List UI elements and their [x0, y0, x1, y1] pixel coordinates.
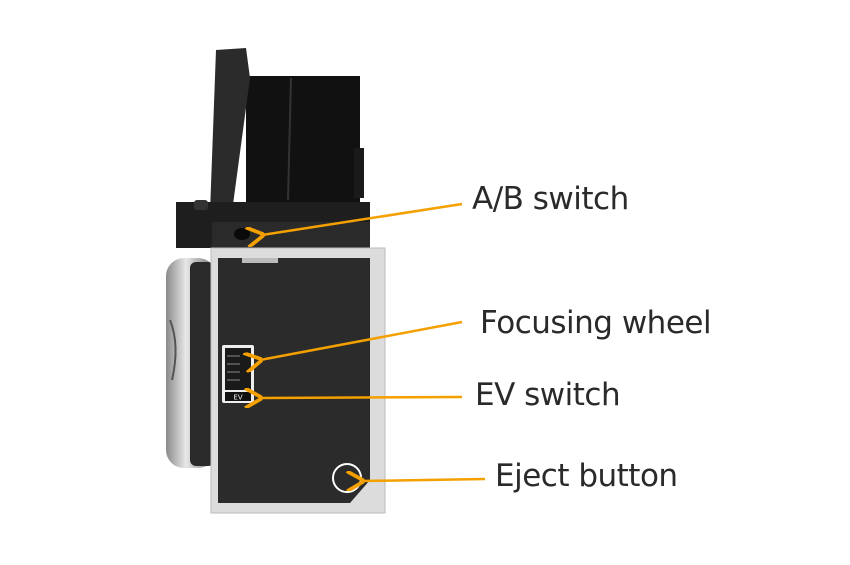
body-panel — [218, 258, 370, 503]
label-eject-button: Eject button — [495, 458, 678, 494]
arrow-ev-switch — [260, 397, 463, 398]
svg-text:EV: EV — [233, 394, 242, 402]
label-focusing-wheel: Focusing wheel — [480, 305, 712, 341]
eject-button — [332, 463, 362, 493]
lens — [166, 258, 216, 468]
ab-switch-knob — [234, 228, 250, 240]
ev-switch: EV — [225, 392, 251, 402]
label-ev-switch: EV switch — [475, 377, 621, 413]
label-ab-switch: A/B switch — [472, 181, 629, 217]
arrow-ab-switch — [262, 202, 463, 235]
arrow-focusing-wheel — [260, 320, 463, 360]
viewfinder-hood — [210, 48, 364, 212]
arrow-eject-button — [362, 479, 486, 481]
